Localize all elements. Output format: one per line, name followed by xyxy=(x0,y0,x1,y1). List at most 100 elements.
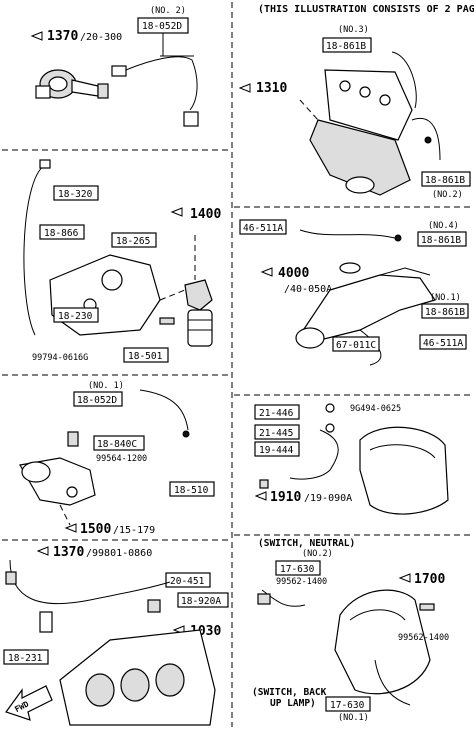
ref-1370-suffix: /20-300 xyxy=(80,32,122,43)
tag-18-052d-p5-code: 18-052D xyxy=(77,395,117,406)
code-18-320-box xyxy=(53,185,99,201)
code-18-230-text: 18-230 xyxy=(58,311,93,322)
part-99562-1400-top: 99562-1400 xyxy=(276,577,327,587)
header-note: (THIS ILLUSTRATION CONSISTS OF 2 PAGES) xyxy=(258,4,474,15)
switch-neutral-no: (NO.2) xyxy=(302,549,333,559)
code-17-630-top-box xyxy=(275,560,321,576)
front-pipe-illustration xyxy=(295,229,436,366)
code-18-230-box xyxy=(53,307,99,323)
ref-1310-label: 1310 xyxy=(238,81,287,96)
tag-no1-p5-label: (NO. 1) xyxy=(88,381,124,391)
code-18-510-text: 18-510 xyxy=(174,485,209,496)
code-18-501-text: 18-501 xyxy=(128,351,163,362)
tag-18-861b-p4-right-box xyxy=(421,303,469,319)
vacuum-solenoid-illustration xyxy=(35,33,199,127)
ref-1500-suffix: /15-179 xyxy=(113,525,155,536)
oil-pump-filter-illustration xyxy=(23,159,213,347)
code-17-630-bottom-text: 17-630 xyxy=(330,700,365,711)
switch-backup-title-2: UP LAMP) xyxy=(270,698,316,709)
tag-18-861b-top-box xyxy=(322,37,372,53)
code-18-840c-box xyxy=(93,435,145,451)
code-20-451-box xyxy=(165,572,211,588)
code-20-451-text: 20-451 xyxy=(170,576,205,587)
ref-1500-number: 1500 xyxy=(80,522,111,537)
ref-1370-label: 1370 /20-300 xyxy=(30,29,122,44)
tag-no2-bottom-label: (NO.2) xyxy=(432,190,463,200)
code-18-920a-box xyxy=(177,592,229,608)
ref-4000-suffix: /40-050A xyxy=(284,284,332,295)
ref-1500-label: 1500 /15-179 xyxy=(64,522,155,537)
ref-1910-number: 1910 xyxy=(270,490,301,505)
part-99794-0616g: 99794-0616G xyxy=(32,353,88,363)
tag-no3-label: (NO.3) xyxy=(338,25,369,35)
panel-6: 9G494-0625 21-446 21-445 19-444 1910 /19… xyxy=(254,403,449,515)
code-18-231-box xyxy=(3,649,49,665)
tag-no4-label: (NO.4) xyxy=(428,221,459,231)
ref-1310-number: 1310 xyxy=(256,81,287,96)
panel-7: 1370 /99801-0860 20-451 18-920A 1030 18-… xyxy=(3,545,229,726)
code-18-920a-text: 18-920A xyxy=(181,596,221,607)
thermostat-housing-illustration xyxy=(19,389,190,526)
code-18-510-box xyxy=(169,481,215,497)
code-17-630-top-text: 17-630 xyxy=(280,564,315,575)
pointer-arrow-icon xyxy=(398,573,411,583)
panel-3: 18-320 18-866 18-265 1400 18-230 18-501 … xyxy=(23,159,221,363)
code-67-011c-box xyxy=(332,336,380,352)
pointer-arrow-icon xyxy=(238,83,251,93)
fwd-arrow-icon: FWD xyxy=(5,685,53,721)
tag-18-861b-bottom-code: 18-861B xyxy=(425,175,465,186)
ref-1370-b-label: 1370 /99801-0860 xyxy=(36,545,152,560)
panel-2: (NO.3) 18-861B 1310 18-861B (NO.2) xyxy=(238,25,471,200)
code-21-446-box xyxy=(254,404,300,420)
panel-1: 1370 /20-300 (NO. 2) 18-052D xyxy=(30,6,199,127)
code-21-445-text: 21-445 xyxy=(259,428,293,439)
tag-no2-label: (NO. 2) xyxy=(150,6,186,16)
code-17-630-bottom-box xyxy=(325,696,371,712)
part-9g494-0625: 9G494-0625 xyxy=(350,404,401,414)
tag-18-861b-bottom-box xyxy=(421,171,471,187)
ref-1370-b-suffix: /99801-0860 xyxy=(86,548,152,559)
switch-backup-title-1: (SWITCH, BACK xyxy=(252,687,327,698)
panel-4: 46-511A (NO.4) 18-861B 4000 /40-050A (NO… xyxy=(239,219,469,366)
part-99562-1400-right: 99562-1400 xyxy=(398,633,449,643)
code-67-011c-text: 67-011C xyxy=(336,340,376,351)
code-18-501-box xyxy=(123,347,169,363)
tag-18-052d-code: 18-052D xyxy=(142,21,182,32)
switch-neutral-title: (SWITCH, NEUTRAL) xyxy=(258,538,355,549)
code-18-265-box xyxy=(111,232,157,248)
code-19-444-text: 19-444 xyxy=(259,445,294,456)
pointer-arrow-icon xyxy=(254,491,267,501)
ref-4000-label: 4000 /40-050A xyxy=(260,266,332,295)
ref-1700-number: 1700 xyxy=(414,572,445,587)
code-18-866-box xyxy=(39,224,85,240)
transmission-case-illustration xyxy=(259,403,449,515)
ref-4000-number: 4000 xyxy=(278,266,309,281)
ref-1370-number: 1370 xyxy=(47,29,78,44)
ref-1370-b-number: 1370 xyxy=(53,545,84,560)
panel-5: (NO. 1) 18-052D 18-840C 99564-1200 18-51… xyxy=(19,381,215,537)
code-18-866-text: 18-866 xyxy=(44,228,79,239)
code-18-265-text: 18-265 xyxy=(116,236,150,247)
cylinder-head-illustration xyxy=(5,559,216,726)
part-99564-1200: 99564-1200 xyxy=(96,454,147,464)
exhaust-manifold-cover-illustration xyxy=(299,51,441,196)
pointer-arrow-icon xyxy=(260,267,273,277)
pointer-arrow-icon xyxy=(170,207,183,217)
ref-1400-label: 1400 xyxy=(170,207,221,222)
pointer-arrow-icon xyxy=(36,546,49,556)
code-21-445-box xyxy=(254,424,300,440)
tag-18-861b-p4-top-box xyxy=(417,231,467,247)
code-21-446-text: 21-446 xyxy=(259,408,294,419)
code-18-231-text: 18-231 xyxy=(8,653,43,664)
code-46-511a-top-box xyxy=(239,219,287,235)
ref-1910-label: 1910 /19-090A xyxy=(254,490,352,505)
tag-18-052d-p5-box xyxy=(73,391,123,407)
code-46-511a-top-text: 46-511A xyxy=(243,223,283,234)
code-46-511a-right-text: 46-511A xyxy=(423,338,463,349)
code-19-444-box xyxy=(254,441,300,457)
pointer-arrow-icon xyxy=(64,523,77,533)
code-18-840c-text: 18-840C xyxy=(97,439,137,450)
pointer-arrow-icon xyxy=(30,31,43,41)
